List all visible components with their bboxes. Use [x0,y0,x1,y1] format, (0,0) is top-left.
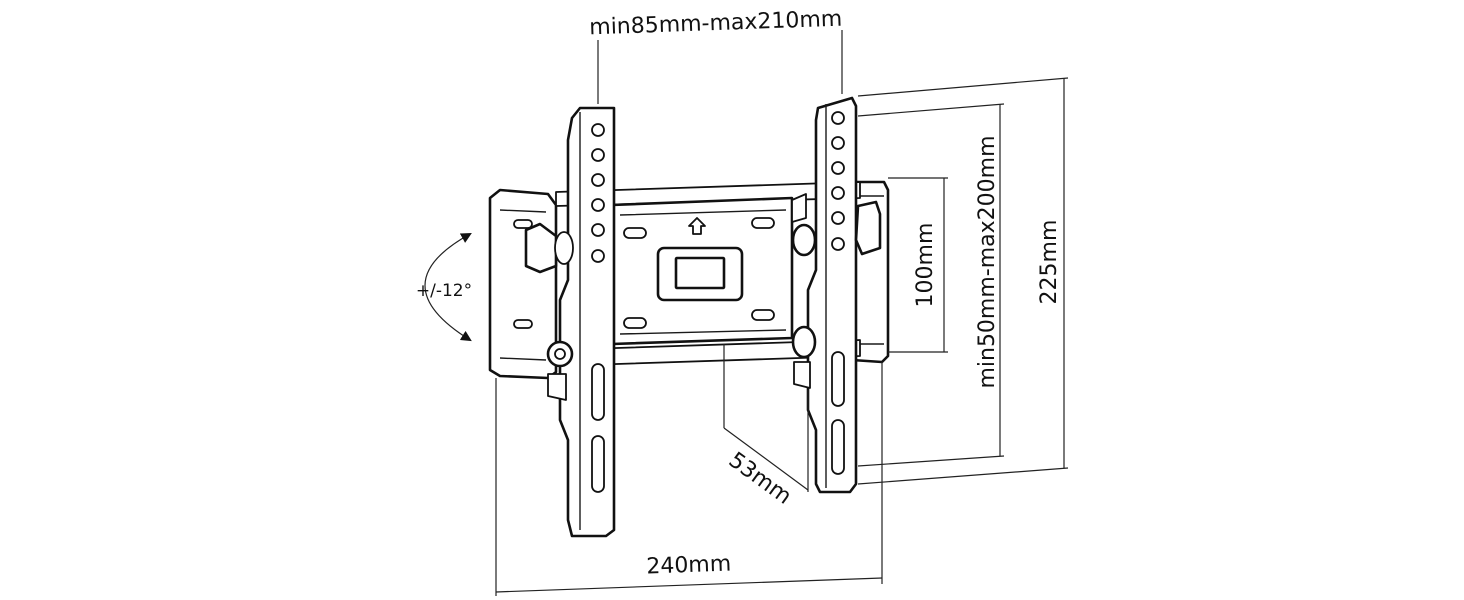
wall-plate-height-label: 100mm [913,223,938,308]
depth-label: 53mm [724,448,796,510]
tilt-label: +/-12° [416,281,472,301]
right-vertical-arm [791,96,882,494]
vesa-width-label: min85mm-max210mm [589,7,843,41]
wall-plate-height-dimension [888,177,948,353]
tilt-arc [424,232,472,342]
depth-dimension [723,344,809,492]
vesa-height-label: min50mm-max200mm [975,135,1000,388]
total-width-label: 240mm [646,552,732,580]
total-height-label: 225mm [1037,220,1062,305]
total-height-dimension [857,77,1069,485]
total-width-dimension [495,362,883,596]
vesa-width-dimension [597,30,843,104]
left-vertical-arm [524,106,616,538]
